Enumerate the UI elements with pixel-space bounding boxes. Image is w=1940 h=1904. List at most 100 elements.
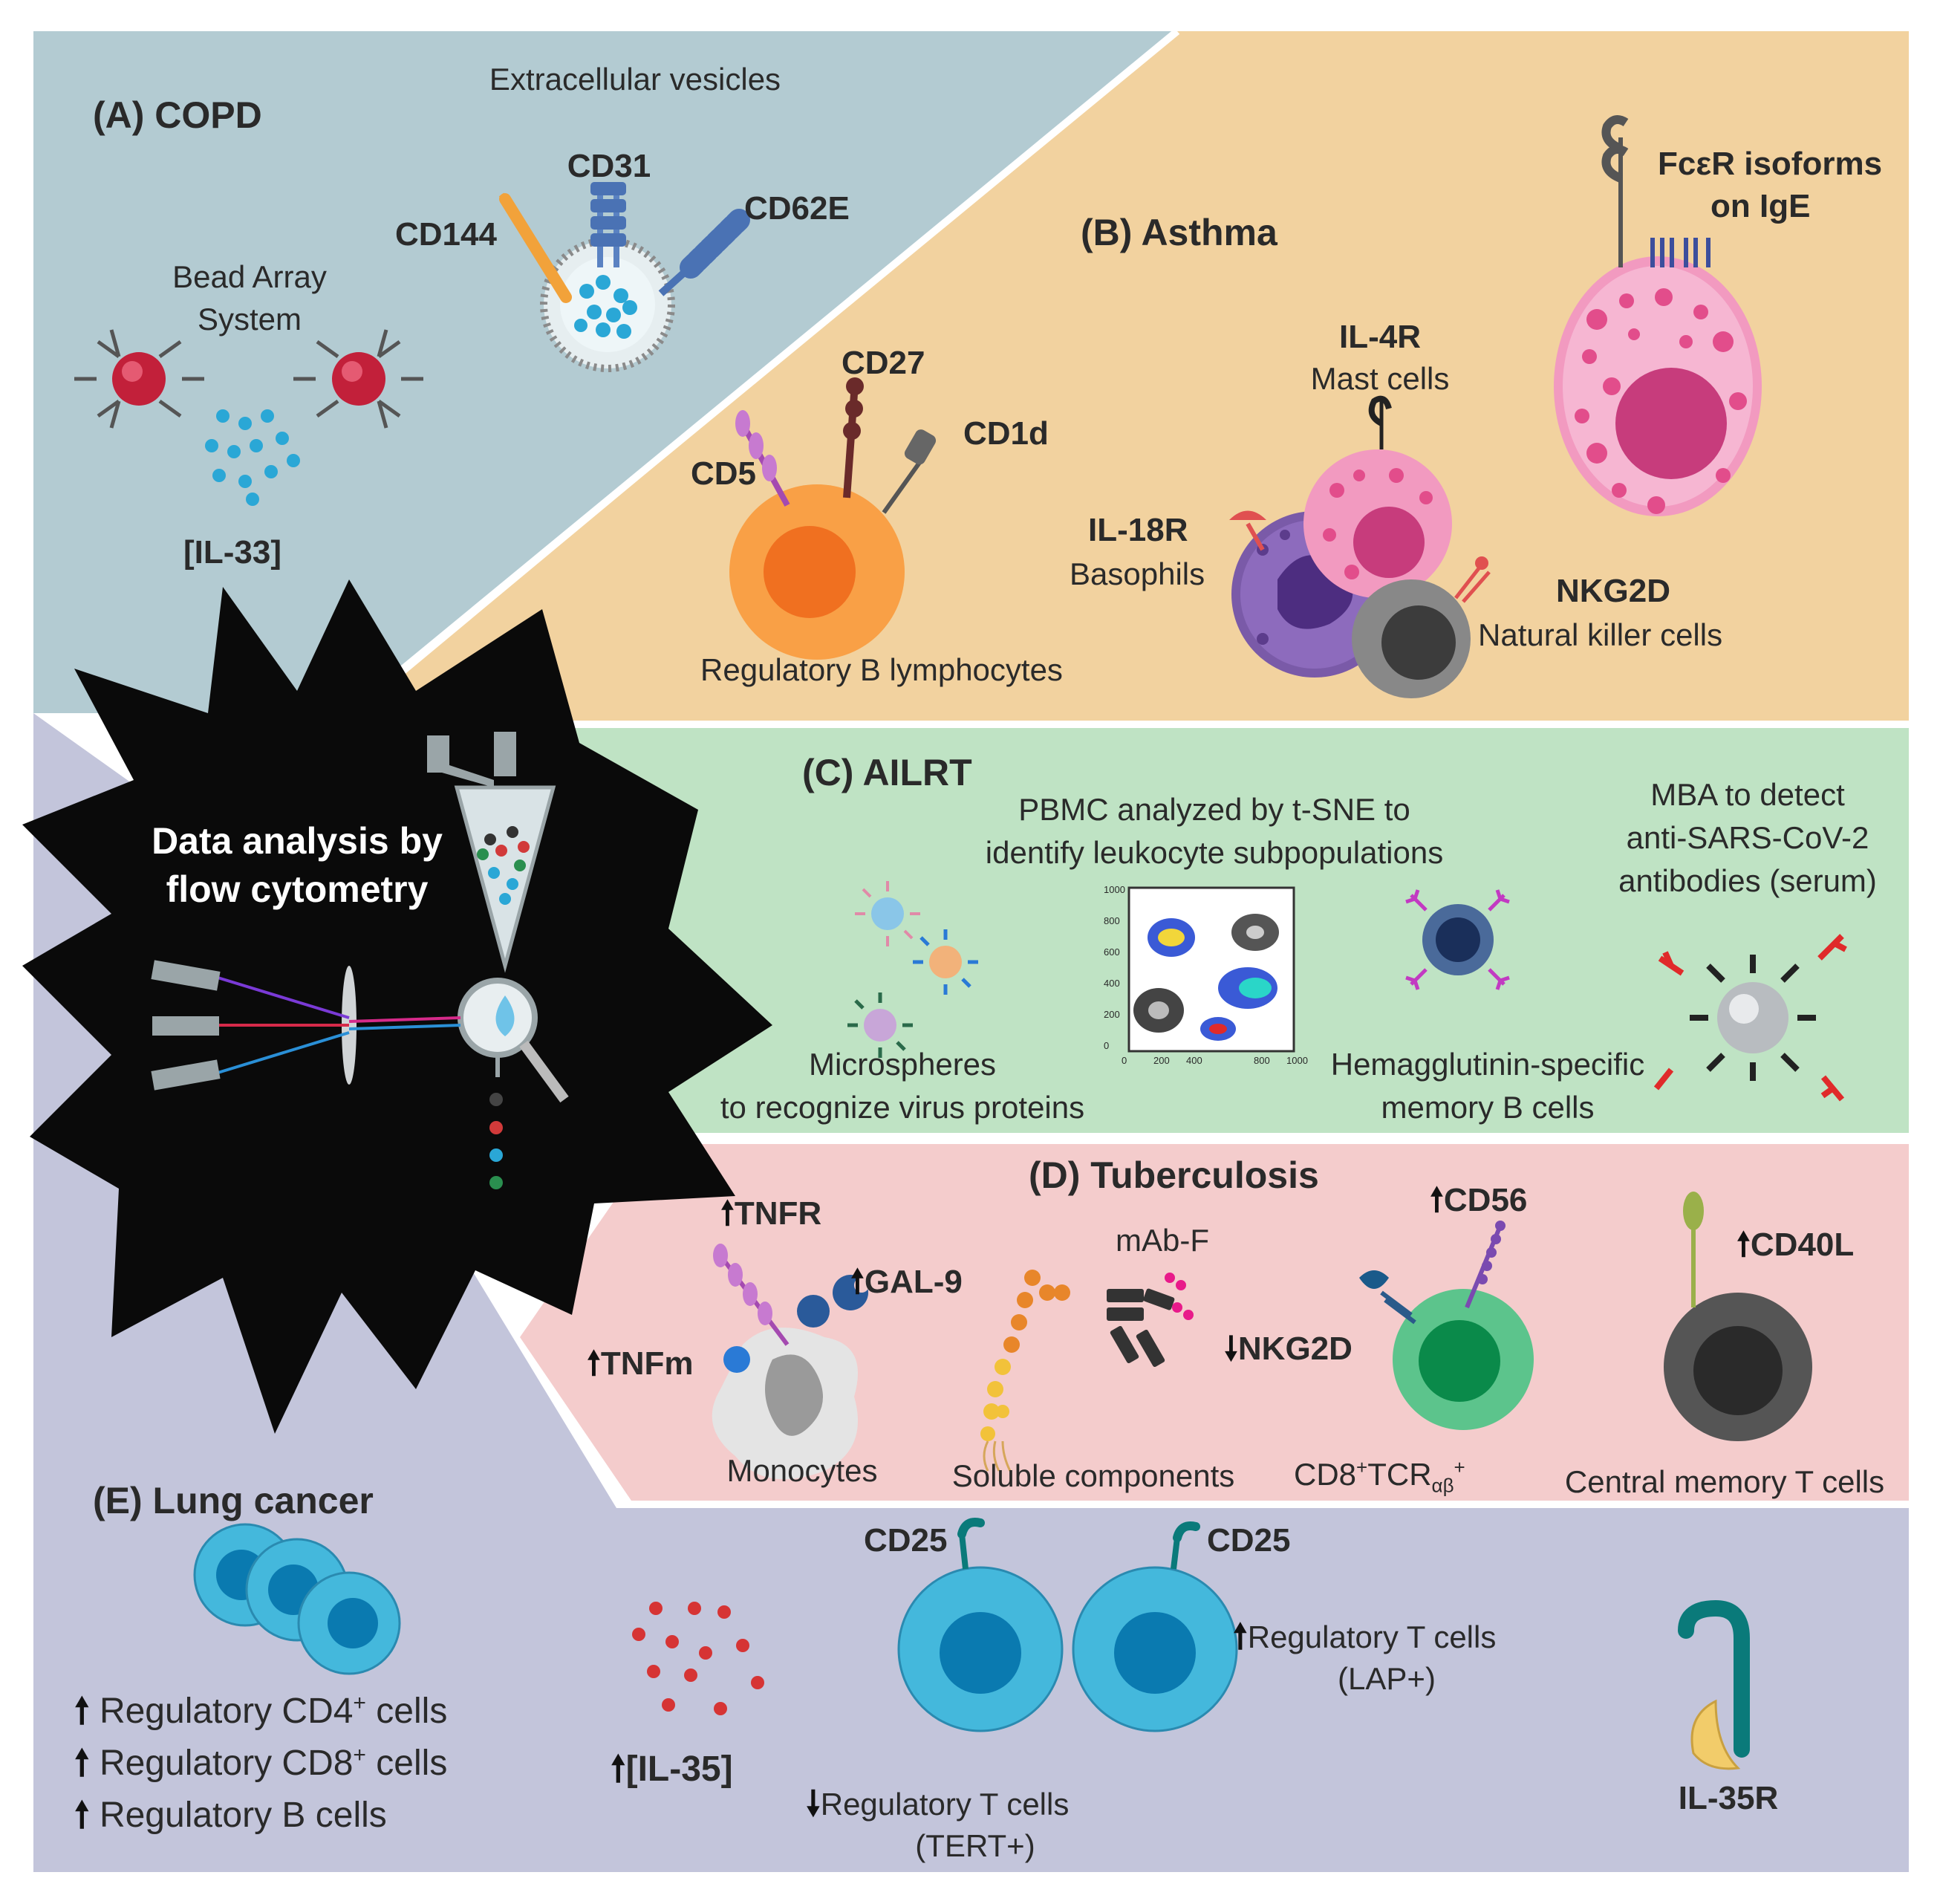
tsne-y-tick: 400	[1104, 978, 1120, 989]
il35r-icon	[1678, 1599, 1750, 1770]
up-arrow-icon: 🠕	[1430, 1182, 1444, 1218]
mba-bead-icon	[1653, 934, 1847, 1102]
pbmc-label-line1: PBMC analyzed by t-SNE to	[1018, 792, 1410, 827]
flow-cytometry-title-line1: Data analysis by	[152, 820, 443, 862]
fcer-label-line1: FcεR isoforms	[1658, 146, 1883, 182]
cd27-label: CD27	[842, 345, 925, 381]
basophils-label: Basophils	[1070, 556, 1205, 591]
cd8-lung-post-text: cells	[365, 1744, 448, 1783]
mabf-label: mAb-F	[1116, 1223, 1209, 1258]
tuberculosis-panel-title: (D) Tuberculosis	[1029, 1154, 1319, 1196]
tcr-text: TCR	[1367, 1457, 1432, 1492]
up-arrow-icon: 🠕	[74, 1796, 90, 1835]
soluble-components-label: Soluble components	[951, 1458, 1235, 1493]
il35-dots-icon	[632, 1602, 764, 1715]
up-arrow-icon: 🠕	[74, 1692, 90, 1731]
divider-line	[346, 28, 1180, 716]
tcr-sub-text: αβ	[1431, 1474, 1454, 1497]
nk-cell-icon	[1352, 556, 1491, 698]
cd4-sup-text: +	[353, 1691, 366, 1715]
pbmc-label-line2: identify leukocyte subpopulations	[985, 835, 1444, 870]
regulatory-cd4-label: 🠕 Regulatory CD4+ cells	[74, 1690, 447, 1733]
memory-b-cell-icon	[1405, 889, 1510, 990]
extracellular-vesicle-icon	[498, 182, 750, 372]
cd62e-label: CD62E	[744, 190, 850, 227]
nkg2d-tb-text: NKG2D	[1237, 1330, 1353, 1367]
mba-label-line3: antibodies (serum)	[1618, 863, 1877, 898]
tcr-sup-text: +	[1454, 1456, 1465, 1478]
central-memory-t-cell-icon	[1664, 1192, 1812, 1441]
cd8-lung-sup-text: +	[353, 1743, 366, 1767]
bead-array-icon	[74, 329, 423, 506]
up-arrow-icon: 🠕	[850, 1264, 865, 1300]
hemagglutinin-label-line2: memory B cells	[1381, 1090, 1595, 1125]
hemagglutinin-label-line1: Hemagglutinin-specific	[1330, 1047, 1645, 1082]
monocytes-label: Monocytes	[726, 1453, 878, 1488]
down-arrow-icon: 🠗	[1224, 1330, 1238, 1367]
tnfm-text: TNFm	[600, 1345, 694, 1382]
regulatory-b-lymphocytes-label: Regulatory B lymphocytes	[700, 652, 1063, 687]
il35r-label: IL-35R	[1678, 1780, 1779, 1816]
down-arrow-icon: 🠗	[806, 1784, 821, 1822]
il18r-label: IL-18R	[1088, 512, 1188, 548]
gal9-label: 🠕GAL-9	[850, 1263, 963, 1302]
bead-array-label-line1: Bead Array	[172, 259, 327, 294]
cd1d-label: CD1d	[963, 415, 1049, 452]
flow-cytometer-icon	[151, 732, 569, 1189]
extracellular-vesicles-label: Extracellular vesicles	[489, 62, 781, 97]
asthma-panel-title: (B) Asthma	[1081, 212, 1277, 253]
regulatory-cd8-label: 🠕 Regulatory CD8+ cells	[74, 1742, 447, 1785]
microspheres-label-line1: Microspheres	[808, 1047, 997, 1082]
cd8-tcr-label: CD8+TCRαβ+	[1294, 1456, 1465, 1498]
tsne-x-tick: 400	[1186, 1055, 1202, 1066]
tnfr-label: 🠕TNFR	[720, 1195, 821, 1234]
tnfr-text: TNFR	[734, 1195, 822, 1232]
mba-label-line1: MBA to detect	[1650, 777, 1845, 812]
treg-lap-label: 🠕Regulatory T cells	[1233, 1616, 1496, 1657]
up-arrow-icon: 🠕	[720, 1195, 735, 1232]
cd144-label: CD144	[395, 216, 497, 253]
cd8-text: CD8	[1294, 1457, 1357, 1492]
lung-cancer-panel-title: (E) Lung cancer	[93, 1480, 374, 1521]
treg-tert-label: 🠗Regulatory T cells	[806, 1783, 1069, 1824]
central-memory-label: Central memory T cells	[1564, 1464, 1885, 1499]
up-arrow-icon: 🠕	[1233, 1617, 1248, 1655]
lung-cancer-panel-bg	[33, 713, 1909, 1872]
up-arrow-icon: 🠕	[74, 1744, 90, 1783]
il4r-label: IL-4R	[1339, 319, 1421, 355]
tsne-y-tick: 800	[1104, 915, 1120, 926]
tsne-y-tick: 600	[1104, 946, 1120, 958]
cd5-label: CD5	[691, 455, 757, 492]
mast-cells-label: Mast cells	[1310, 361, 1450, 396]
il35-text: [IL-35]	[625, 1749, 733, 1789]
flow-cytometry-burst	[22, 579, 772, 1434]
tsne-y-tick: 200	[1104, 1009, 1120, 1020]
up-arrow-icon: 🠕	[611, 1749, 626, 1789]
nkg2d-tb-label: 🠗NKG2D	[1224, 1330, 1353, 1369]
nk-cells-label: Natural killer cells	[1478, 617, 1723, 652]
regulatory-t-cell-left-icon	[897, 1518, 1064, 1732]
cd40l-label: 🠕CD40L	[1736, 1226, 1854, 1265]
copd-panel-bg	[33, 31, 1177, 713]
up-arrow-icon: 🠕	[1736, 1226, 1751, 1263]
cd25-right-label: CD25	[1207, 1522, 1291, 1559]
regulatory-t-cell-right-icon	[1072, 1521, 1238, 1732]
ailrt-panel-title: (C) AILRT	[802, 752, 972, 793]
nkg2d-label: NKG2D	[1556, 573, 1671, 609]
tsne-x-tick: 0	[1122, 1055, 1127, 1066]
regulatory-b-cell-icon	[729, 377, 937, 660]
cd8-t-cell-icon	[1359, 1221, 1534, 1430]
tsne-x-tick: 800	[1254, 1055, 1270, 1066]
cd8-sup-text: +	[1356, 1456, 1368, 1478]
bead-array-label-line2: System	[197, 302, 302, 337]
tuberculosis-panel-bg	[520, 1144, 1909, 1501]
flow-cytometry-title-line2: flow cytometry	[166, 868, 429, 910]
cd56-label: 🠕CD56	[1430, 1181, 1527, 1221]
cd31-label: CD31	[567, 148, 651, 184]
treg-lap-text-line1: Regulatory T cells	[1247, 1619, 1497, 1654]
copd-panel-title: (A) COPD	[93, 94, 262, 136]
mba-label-line2: anti-SARS-CoV-2	[1626, 820, 1869, 855]
cd4-post-text: cells	[365, 1692, 448, 1731]
tnfm-label: 🠕TNFm	[587, 1345, 694, 1384]
soluble-components-icon	[980, 1270, 1194, 1472]
